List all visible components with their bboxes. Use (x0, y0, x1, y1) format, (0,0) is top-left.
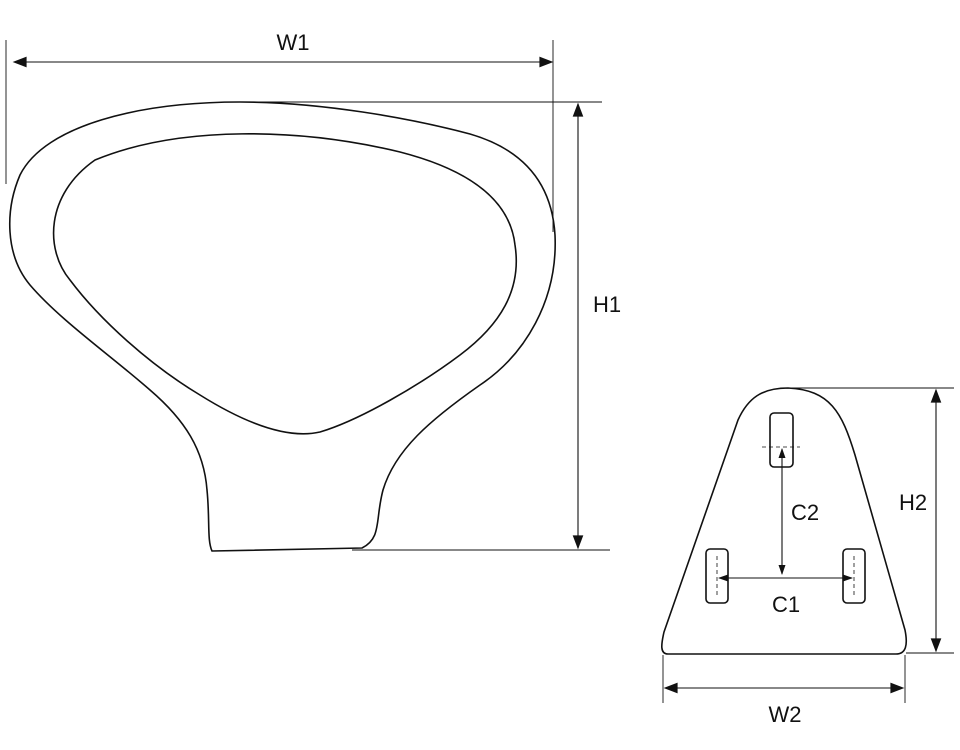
headrest-inner-outline (52, 133, 517, 435)
w2-dimension: W2 (662, 655, 906, 727)
c2-label: C2 (791, 500, 819, 525)
right-mounting-slot (842, 548, 866, 604)
c2-dimension: C2 (778, 448, 819, 575)
h2-dimension: H2 (788, 387, 954, 654)
top-mounting-slot (762, 412, 800, 468)
h2-label: H2 (899, 490, 927, 515)
w2-label: W2 (769, 702, 802, 727)
c1-label: C1 (772, 592, 800, 617)
h1-dimension: H1 (240, 101, 621, 551)
headrest-outer-outline (8, 101, 556, 552)
c1-dimension: C1 (718, 574, 853, 617)
w1-dimension: W1 (5, 30, 554, 232)
base-plate-outline (661, 387, 908, 655)
headrest-part (8, 101, 556, 552)
left-mounting-slot (705, 548, 729, 604)
h1-label: H1 (593, 292, 621, 317)
w1-label: W1 (277, 30, 310, 55)
